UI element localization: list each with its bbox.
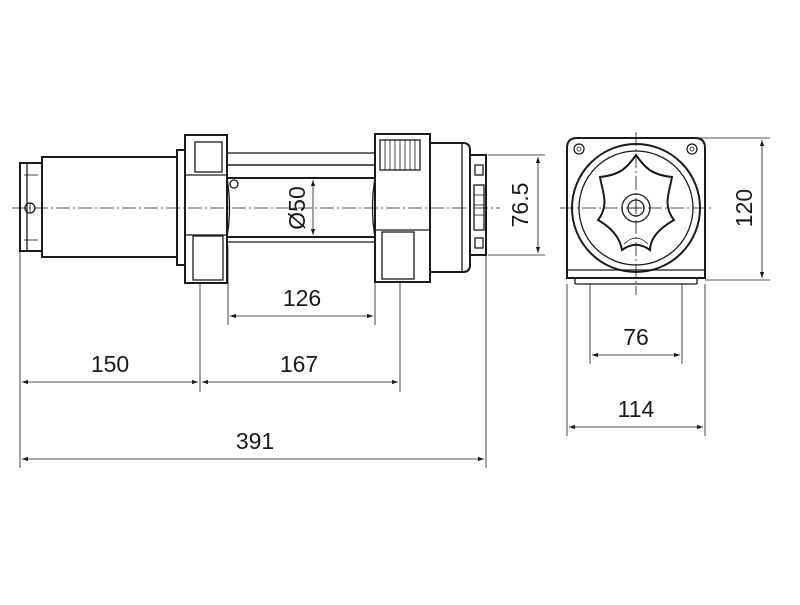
- dim-end-width: 114: [569, 396, 703, 430]
- dim-gear-height-label: 76.5: [507, 183, 533, 228]
- dim-motor-length: 150: [22, 351, 198, 385]
- dim-motor-length-label: 150: [91, 351, 129, 377]
- dim-end-width-label: 114: [618, 396, 655, 422]
- tie-bars: [226, 152, 376, 166]
- dim-drum-length-label: 126: [283, 285, 321, 311]
- dim-drum-diameter: Ø50: [284, 180, 316, 235]
- dim-bolt-spacing-label: 76: [623, 324, 649, 350]
- corner-bolts: [573, 143, 698, 155]
- left-end-bracket: [176, 134, 239, 284]
- clutch-housing: [469, 154, 487, 256]
- dim-drum-diameter-label: Ø50: [284, 186, 310, 229]
- dim-total-length-label: 391: [236, 428, 274, 454]
- end-view: 120 76 114: [560, 132, 770, 436]
- dim-total-length: 391: [22, 428, 484, 462]
- gear-housing: [429, 142, 471, 273]
- dim-bolt-spacing: 76: [592, 324, 680, 358]
- dim-end-height: 120: [731, 140, 765, 278]
- motor-end-cap: [19, 162, 43, 252]
- side-view: 150 167 126 391 Ø50 76.5: [12, 133, 545, 468]
- dim-drum-mount-label: 167: [280, 351, 318, 377]
- motor-body: [41, 156, 178, 258]
- end-extension-lines: [566, 137, 770, 436]
- dim-drum-mount: 167: [202, 351, 398, 385]
- dim-drum-length: 126: [230, 285, 373, 319]
- side-extension-lines: [19, 154, 545, 468]
- dim-gear-height: 76.5: [507, 157, 541, 253]
- dim-end-height-label: 120: [731, 189, 757, 227]
